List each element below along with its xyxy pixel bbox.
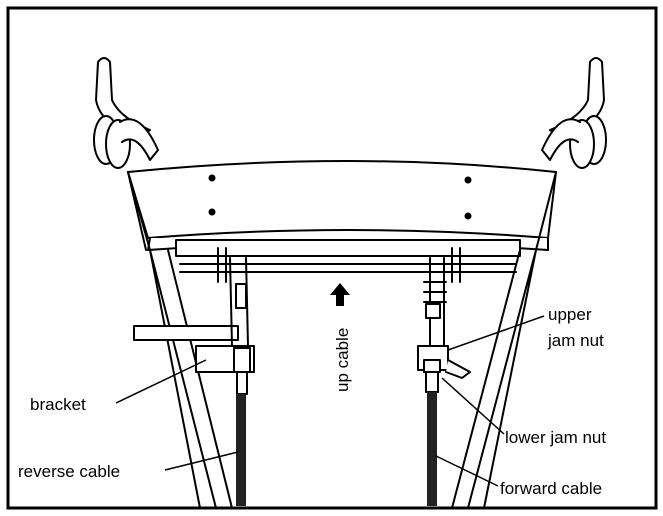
label-up-cable: up cable — [333, 328, 352, 392]
label-upper: upper — [548, 305, 592, 324]
screw-hole — [208, 208, 216, 216]
label-forward-cable: forward cable — [500, 479, 602, 498]
up-arrow-icon — [330, 283, 350, 306]
label-reverse-cable: reverse cable — [18, 462, 120, 481]
crossbar — [175, 239, 521, 257]
bracket-leader — [115, 359, 207, 404]
screw-hole — [208, 174, 216, 182]
label-bracket: bracket — [30, 395, 86, 414]
forward-cable — [427, 392, 437, 506]
left-upright — [127, 171, 233, 509]
left-handle — [93, 57, 159, 169]
console-plate — [127, 160, 557, 239]
label-jam-nut: jam nut — [547, 331, 604, 350]
lower-jam-nut-leader — [441, 377, 505, 435]
label-lower-jam-nut: lower jam nut — [505, 428, 606, 447]
right-handle — [541, 57, 607, 169]
diagram-border — [6, 6, 658, 510]
right-cable-assembly — [417, 257, 471, 393]
screw-hole — [464, 212, 472, 220]
reverse-cable-leader — [164, 451, 239, 471]
screw-hole — [464, 176, 472, 184]
left-bracket-plate — [133, 325, 239, 341]
forward-cable-leader — [435, 455, 499, 487]
reverse-cable — [236, 394, 246, 506]
upper-jam-nut-leader — [447, 315, 545, 351]
